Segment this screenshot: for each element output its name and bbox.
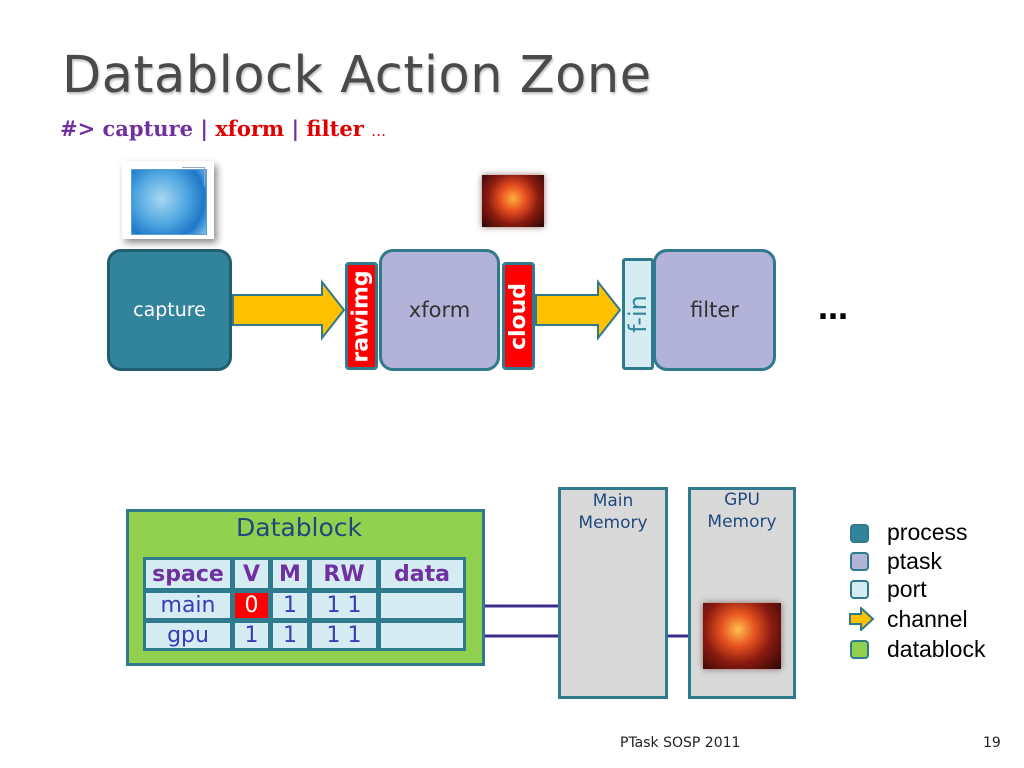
row-main-v: 0: [232, 590, 271, 621]
command-line: #> capture | xform | filter …: [60, 116, 386, 141]
row-main-space: main: [143, 590, 233, 621]
header-data: data: [378, 557, 466, 591]
command-capture: capture: [102, 116, 193, 141]
legend-ptask-label: ptask: [887, 548, 942, 574]
port-cloud-label: cloud: [506, 282, 532, 350]
legend-channel-label: channel: [887, 606, 968, 632]
legend-datablock-label: datablock: [887, 636, 986, 662]
command-prompt: #>: [60, 116, 96, 141]
gpu-datablock-image: [703, 603, 781, 669]
channel-arrow-xform-filter: [535, 279, 622, 341]
command-ellipsis: …: [371, 122, 387, 140]
port-cloud: cloud: [502, 262, 535, 370]
row-main-rw: 1 1: [309, 590, 379, 621]
row-main-data: [378, 590, 466, 621]
gpu-memory-label: GPU Memory: [688, 489, 796, 533]
xform-ptask: xform: [379, 249, 500, 371]
row-gpu-m: 1: [270, 620, 310, 651]
filter-ptask: filter: [653, 249, 776, 371]
slide-title: Datablock Action Zone: [62, 46, 652, 105]
main-memory-label-line1: Main: [592, 491, 634, 511]
channel-arrow-capture-xform: [232, 279, 346, 341]
legend-process-label: process: [887, 519, 968, 545]
capture-process: capture: [107, 249, 232, 371]
command-filter: filter: [306, 116, 364, 141]
main-memory-label: Main Memory: [558, 490, 668, 534]
hand-heatmap-image: [482, 175, 544, 227]
command-separator: |: [291, 116, 300, 141]
main-memory-label-line2: Memory: [578, 513, 648, 533]
header-v: V: [232, 557, 271, 591]
port-f-in-label: f-in: [624, 295, 652, 333]
footer-text: PTask SOSP 2011: [620, 735, 741, 751]
gpu-memory-label-line2: Memory: [707, 512, 777, 532]
legend-process-swatch: [850, 524, 869, 543]
row-gpu-rw: 1 1: [309, 620, 379, 651]
legend-datablock-swatch: [850, 640, 869, 659]
legend-port-label: port: [887, 576, 927, 602]
header-rw: RW: [309, 557, 379, 591]
legend-ptask-swatch: [850, 552, 869, 571]
main-memory: [558, 487, 668, 699]
command-separator: |: [200, 116, 208, 141]
point-cloud-cube-image: [122, 161, 214, 239]
page-number: 19: [983, 735, 1001, 751]
command-xform: xform: [215, 116, 285, 141]
legend-port-swatch: [850, 580, 869, 599]
row-gpu-space: gpu: [143, 620, 233, 651]
port-f-in: f-in: [622, 258, 654, 370]
port-rawimg: rawimg: [345, 262, 378, 370]
row-gpu-data: [378, 620, 466, 651]
gpu-memory-label-line1: GPU: [724, 490, 760, 510]
datablock-title: Datablock: [236, 513, 363, 542]
header-space: space: [143, 557, 233, 591]
header-m: M: [270, 557, 310, 591]
row-gpu-v: 1: [232, 620, 271, 651]
row-main-m: 1: [270, 590, 310, 621]
more-ellipsis: …: [818, 292, 848, 327]
legend-channel-arrow-icon: [849, 607, 875, 631]
port-rawimg-label: rawimg: [349, 269, 375, 363]
